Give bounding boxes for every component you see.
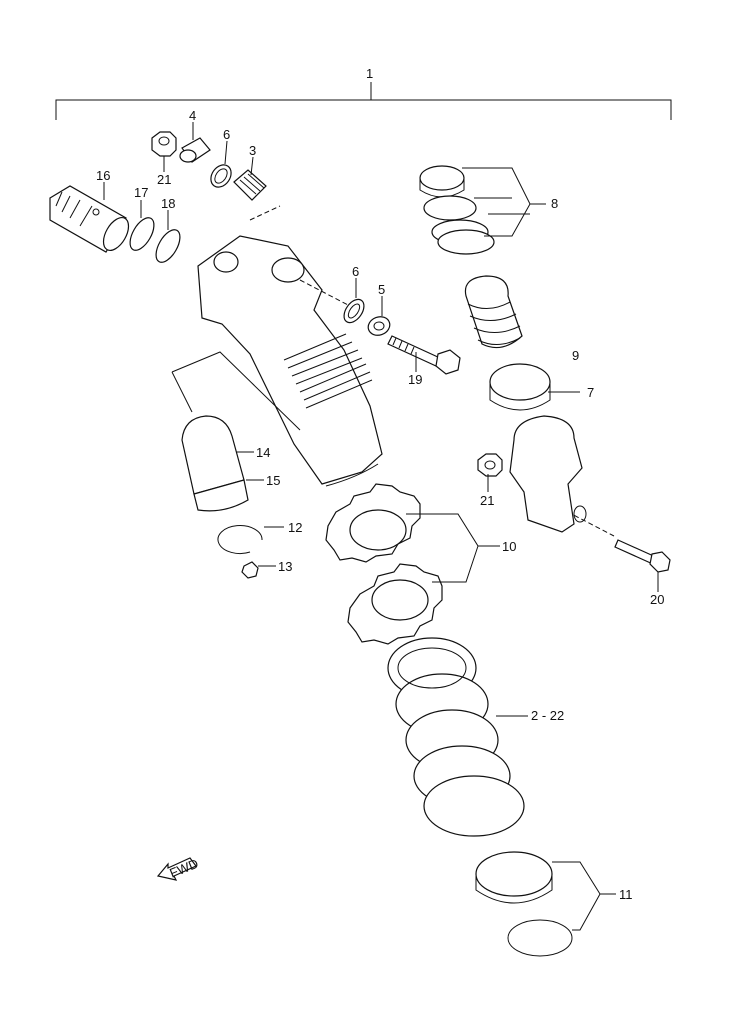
callout-9: 9: [572, 348, 579, 363]
part-9-bump-stop: [464, 275, 523, 349]
callout-15: 15: [266, 473, 280, 488]
callout-16: 16: [96, 168, 110, 183]
callout-labels: 1 4 6 3 21 16 17 18 8 6 5 9 19 7 14 15 2…: [96, 66, 664, 902]
callout-19: 19: [408, 372, 422, 387]
callout-1: 1: [366, 66, 373, 81]
part-3-needle-bearing: [233, 169, 267, 201]
part-11-spring-seat: [475, 851, 553, 904]
callout-13: 13: [278, 559, 292, 574]
part-21-nut-right: [477, 453, 503, 477]
part-16-adjuster: [49, 185, 130, 253]
reservoir-outline: [171, 351, 301, 431]
callout-11: 11: [619, 887, 633, 902]
callout-3: 3: [249, 143, 256, 158]
callout-10: 10: [502, 539, 516, 554]
part-21-nut-top: [151, 131, 177, 157]
part-17-o-ring: [129, 217, 155, 251]
callout-21-right: 21: [480, 493, 494, 508]
forward-arrow-icon: [156, 857, 197, 881]
forward-arrow-label: FWD: [167, 856, 200, 881]
part-18-o-ring: [155, 229, 181, 263]
callout-2-22: 2 - 22: [531, 708, 564, 723]
callout-12: 12: [288, 520, 302, 535]
part-7-stopper: [489, 363, 551, 411]
part-6-seal-top: [210, 164, 232, 188]
part-20-bolt: [614, 539, 671, 573]
callout-4: 4: [189, 108, 196, 123]
part-10-lock-nut-lower: [347, 563, 443, 645]
part-10-lock-nut-upper: [325, 483, 421, 563]
callout-6-top: 6: [223, 127, 230, 142]
part-13-valve: [241, 561, 259, 579]
lower-clevis: [509, 415, 587, 533]
part-5-washer: [367, 316, 391, 336]
callout-20: 20: [650, 592, 664, 607]
part-4-collar: [179, 137, 211, 163]
part-19-bolt: [387, 335, 461, 375]
assembly-bracket: [55, 82, 672, 120]
callout-5: 5: [378, 282, 385, 297]
leader-lines: [103, 122, 659, 931]
part-14-reservoir: [181, 415, 249, 512]
callout-14: 14: [256, 445, 270, 460]
callout-17: 17: [134, 185, 148, 200]
alignment-line-upper: [249, 205, 351, 307]
part-12-circlip: [217, 525, 263, 555]
callout-21-top: 21: [157, 172, 171, 187]
callout-18: 18: [161, 196, 175, 211]
callout-6-mid: 6: [352, 264, 359, 279]
damper-body: [197, 235, 383, 487]
part-2-22-coil-spring: [387, 637, 525, 837]
part-8-spring-seats: [419, 165, 495, 255]
part-11-clip: [507, 919, 573, 957]
callout-8: 8: [551, 196, 558, 211]
part-6-seal-mid: [343, 298, 365, 324]
callout-7: 7: [587, 385, 594, 400]
